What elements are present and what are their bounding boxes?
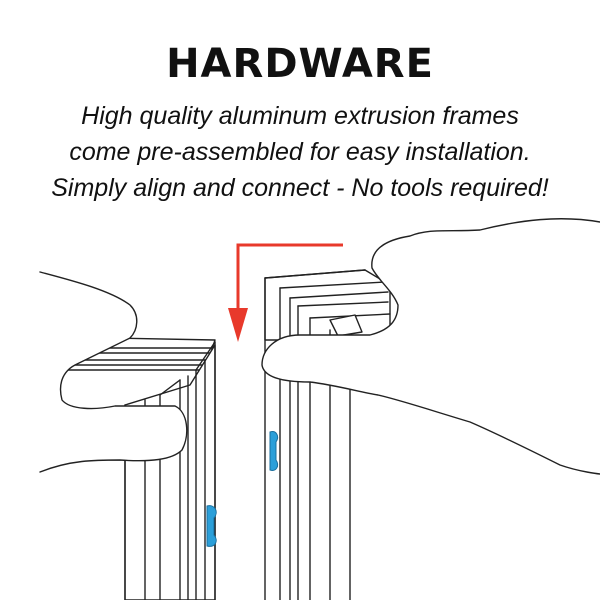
description-line-3: Simply align and connect - No tools requ… (51, 174, 549, 202)
connector-clip-icon (206, 431, 279, 547)
left-frame-icon (59, 337, 216, 600)
description-line-2: come pre-assembled for easy installation… (69, 138, 531, 166)
page-title: HARDWARE (166, 41, 434, 87)
right-frame-icon (264, 269, 391, 600)
feature-description: High quality aluminum extrusion frames c… (0, 98, 600, 206)
down-arrow-icon (228, 243, 343, 342)
assembly-illustration (39, 218, 600, 600)
left-hand-icon (39, 271, 188, 473)
right-hand-icon (261, 218, 600, 475)
description-line-1: High quality aluminum extrusion frames (81, 102, 519, 130)
